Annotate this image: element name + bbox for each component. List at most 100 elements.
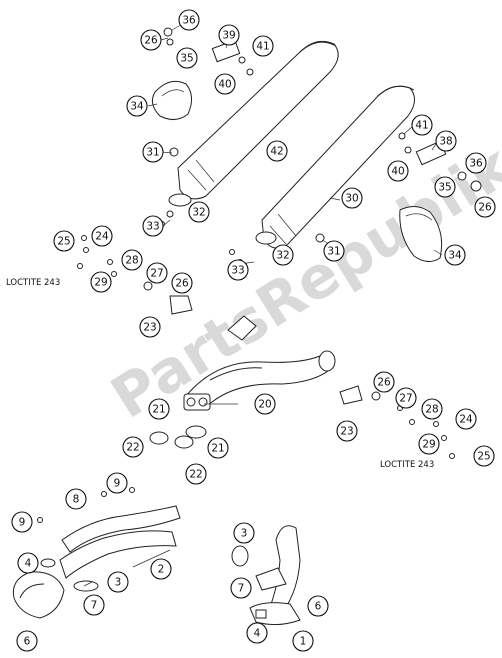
callout-circle <box>178 9 200 31</box>
callout-6: 6 <box>307 595 329 617</box>
callout-circle <box>16 630 38 652</box>
callout-circle <box>421 398 443 420</box>
callout-circle <box>266 140 288 162</box>
callout-23: 23 <box>336 420 358 442</box>
callout-36: 36 <box>178 9 200 31</box>
callout-label: 33 <box>231 265 244 277</box>
callout-label: 27 <box>399 393 412 405</box>
callout-label: 9 <box>114 478 121 490</box>
callout-label: 25 <box>477 451 490 463</box>
callout-circle <box>53 230 75 252</box>
callout-circle <box>411 114 433 136</box>
callout-label: 4 <box>25 558 32 570</box>
callout-circle <box>395 387 417 409</box>
callout-3: 3 <box>233 522 255 544</box>
callout-label: 39 <box>222 30 235 42</box>
callout-label: 35 <box>180 53 193 65</box>
callout-9: 9 <box>106 472 128 494</box>
callout-circle <box>122 436 144 458</box>
callout-3: 3 <box>107 571 129 593</box>
callout-label: 33 <box>146 221 159 233</box>
callout-label: 41 <box>415 120 428 132</box>
callout-label: 26 <box>478 202 492 214</box>
callout-label: 32 <box>276 250 289 262</box>
callout-28: 28 <box>121 249 143 271</box>
callout-34: 34 <box>126 95 148 117</box>
callout-label: 36 <box>469 158 483 170</box>
callout-label: 23 <box>340 426 353 438</box>
callout-4: 4 <box>17 552 39 574</box>
callout-circle <box>106 472 128 494</box>
callout-label: 3 <box>115 577 122 589</box>
callout-label: 7 <box>238 583 245 595</box>
callout-label: 2 <box>158 564 165 576</box>
callout-label: 38 <box>439 136 452 148</box>
callout-circle <box>252 35 274 57</box>
callout-circle <box>418 433 440 455</box>
callout-26: 26 <box>373 371 395 393</box>
callout-33: 33 <box>227 259 249 281</box>
callout-label: 3 <box>241 528 248 540</box>
callout-label: 24 <box>95 231 109 243</box>
callout-31: 31 <box>142 141 164 163</box>
callout-label: 42 <box>270 146 283 158</box>
spring-clamps <box>149 425 207 449</box>
callout-40: 40 <box>387 160 409 182</box>
callout-label: 30 <box>345 193 358 205</box>
callout-label: 22 <box>126 442 139 454</box>
callout-label: 6 <box>24 636 31 648</box>
callout-label: 26 <box>377 377 391 389</box>
callout-42: 42 <box>266 140 288 162</box>
callout-label: 20 <box>258 399 271 411</box>
callout-34: 34 <box>444 244 466 266</box>
callout-label: 28 <box>425 404 438 416</box>
callout-label: 26 <box>175 278 189 290</box>
manifold-left <box>12 505 181 619</box>
callout-circle <box>474 196 496 218</box>
callout-label: 23 <box>143 322 156 334</box>
callout-label: 29 <box>94 277 107 289</box>
callout-label: 36 <box>182 15 196 27</box>
callout-26: 26 <box>140 29 162 51</box>
callout-circle <box>227 259 249 281</box>
callout-label: 9 <box>19 517 26 529</box>
mount-plate-left <box>211 39 241 63</box>
callout-circle <box>272 244 294 266</box>
callout-35: 35 <box>434 176 456 198</box>
callout-38: 38 <box>435 130 457 152</box>
callout-circle <box>65 488 87 510</box>
callout-31: 31 <box>323 240 345 262</box>
callout-label: 40 <box>391 166 404 178</box>
callout-26: 26 <box>474 196 496 218</box>
callout-7: 7 <box>83 594 105 616</box>
callout-24: 24 <box>91 225 113 247</box>
callout-circle <box>91 225 113 247</box>
callout-label: 21 <box>211 443 224 455</box>
callout-circle <box>323 240 345 262</box>
callout-circle <box>139 316 161 338</box>
callout-circle <box>185 463 207 485</box>
callout-circle <box>455 408 477 430</box>
callout-label: 32 <box>192 207 205 219</box>
callout-40: 40 <box>214 73 236 95</box>
callout-21: 21 <box>207 437 229 459</box>
callout-circle <box>336 420 358 442</box>
callout-23: 23 <box>139 316 161 338</box>
callout-circle <box>465 152 487 174</box>
callout-label: 7 <box>91 600 98 612</box>
callout-27: 27 <box>146 262 168 284</box>
callout-circle <box>233 522 255 544</box>
callout-circle <box>292 630 314 652</box>
callout-9: 9 <box>11 511 33 533</box>
callout-39: 39 <box>218 24 240 46</box>
callout-circle <box>254 393 276 415</box>
callout-25: 25 <box>53 230 75 252</box>
callout-circle <box>90 271 112 293</box>
callout-circle <box>435 130 457 152</box>
callout-label: 24 <box>459 414 473 426</box>
callout-label: 40 <box>218 79 231 91</box>
muffler-bracket-left <box>151 80 192 120</box>
callout-6: 6 <box>16 630 38 652</box>
